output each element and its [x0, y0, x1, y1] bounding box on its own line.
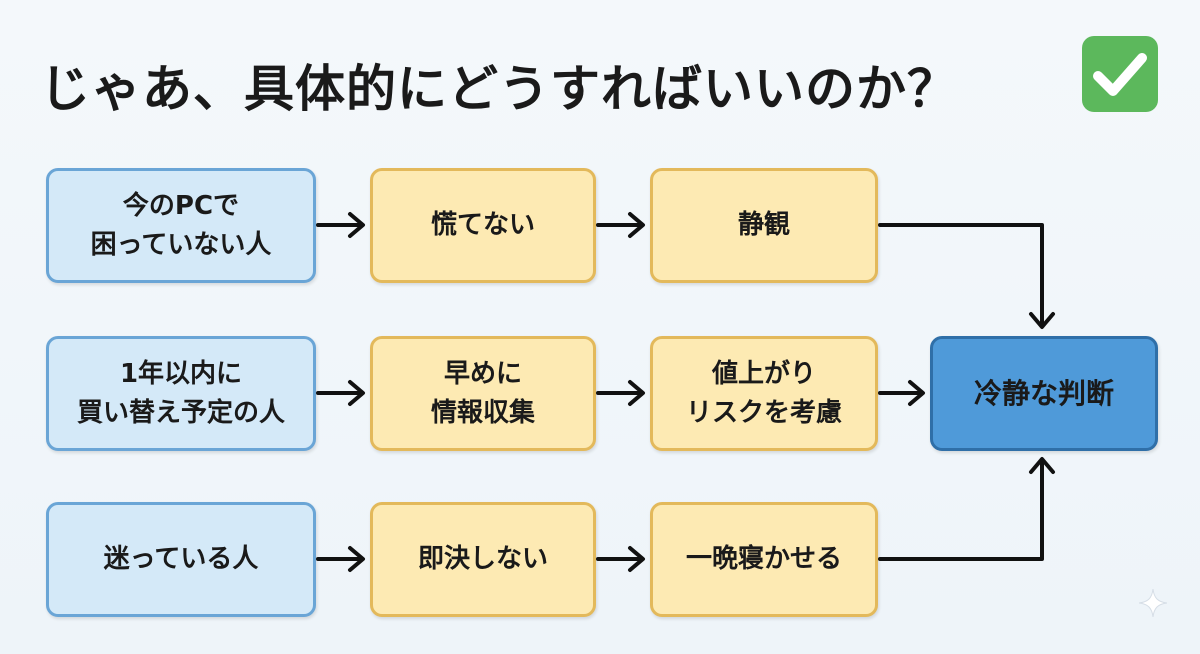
sparkle-icon: [1138, 588, 1168, 618]
connector-row-1-to-result: [878, 223, 1044, 328]
arrowhead-row-2-b: [628, 380, 645, 406]
start-box-row-3: 迷っている人: [46, 502, 316, 617]
step-label-row-2-b: 値上がり リスクを考慮: [685, 358, 842, 428]
step-box-row-3-b: 一晩寝かせる: [650, 502, 878, 617]
check-mark-button-icon: [1082, 36, 1158, 112]
start-label-row-3: 迷っている人: [103, 544, 259, 574]
step-box-row-2-b: 値上がり リスクを考慮: [650, 336, 878, 451]
step-label-row-1-a: 慌てない: [430, 210, 535, 240]
result-label: 冷静な判断: [973, 376, 1114, 410]
step-label-row-2-a: 早めに 情報収集: [430, 358, 535, 428]
step-box-row-1-a: 慌てない: [370, 168, 596, 283]
arrowhead-down-to-result: [1029, 312, 1055, 329]
arrowhead-row-1-b: [628, 212, 645, 238]
arrowhead-row-2-a: [348, 380, 365, 406]
step-box-row-1-b: 静観: [650, 168, 878, 283]
arrowhead-up-to-result: [1029, 457, 1055, 474]
step-box-row-3-a: 即決しない: [370, 502, 596, 617]
start-label-row-2: 1年以内に 買い替え予定の人: [76, 358, 285, 428]
step-box-row-2-a: 早めに 情報収集: [370, 336, 596, 451]
arrowhead-row-3-b: [628, 546, 645, 572]
step-label-row-3-b: 一晩寝かせる: [685, 544, 842, 574]
step-label-row-1-b: 静観: [737, 210, 790, 240]
step-label-row-3-a: 即決しない: [417, 544, 548, 574]
arrowhead-row-3-a: [348, 546, 365, 572]
start-label-row-1: 今のPCで 困っていない人: [90, 190, 272, 260]
result-box: 冷静な判断: [930, 336, 1158, 451]
start-box-row-1: 今のPCで 困っていない人: [46, 168, 316, 283]
arrowhead-row-1-a: [348, 212, 365, 238]
connector-row-3-to-result: [878, 458, 1044, 561]
start-box-row-2: 1年以内に 買い替え予定の人: [46, 336, 316, 451]
page-title: じゃあ、具体的にどうすればいいのか？: [40, 60, 958, 118]
arrowhead-row-2-to-result: [908, 380, 925, 406]
